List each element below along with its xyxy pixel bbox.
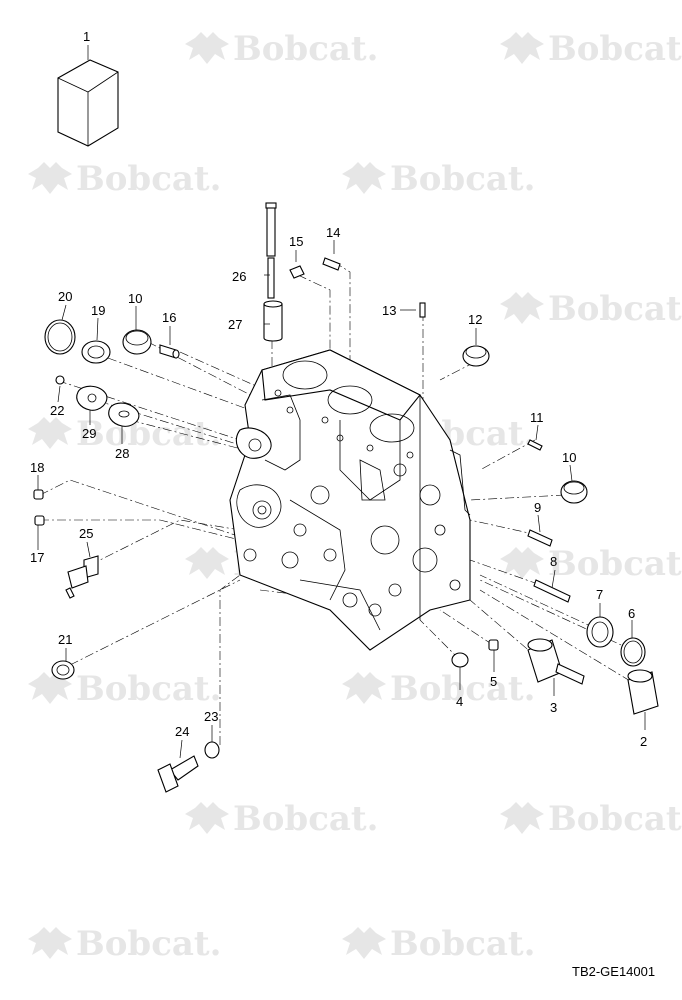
part-27-sleeve	[263, 300, 283, 342]
callout-10: 10	[128, 291, 142, 306]
part-3-shaft	[527, 638, 585, 685]
callout-26: 26	[232, 269, 246, 284]
watermark-logo-icon	[500, 292, 544, 324]
part-1-box	[57, 59, 119, 147]
part-16-plug	[159, 344, 180, 359]
watermark-logo-icon	[342, 672, 386, 704]
watermark-text: Bobcat.	[233, 799, 378, 839]
watermark-text: Bobcat.	[390, 669, 535, 709]
callout-28: 28	[115, 446, 129, 461]
callout-3: 3	[550, 700, 557, 715]
callout-5: 5	[490, 674, 497, 689]
part-26-bolt	[265, 202, 277, 257]
watermark-text: Bobcat.	[548, 799, 682, 839]
part-21-seal	[51, 660, 75, 680]
drawing-reference: TB2-GE14001	[572, 964, 655, 979]
callout-9: 9	[534, 500, 541, 515]
part-5-dowel	[488, 639, 499, 651]
watermark-text: Bobcat.	[548, 544, 682, 584]
part-10b-bushing	[560, 480, 588, 504]
callout-6: 6	[628, 606, 635, 621]
watermark-text: Bobcat.	[390, 924, 535, 964]
part-4-seal	[451, 652, 469, 668]
watermark-logo-icon	[28, 417, 72, 449]
callout-25: 25	[79, 526, 93, 541]
watermark-text: Bobcat.	[76, 924, 221, 964]
callout-4: 4	[456, 694, 463, 709]
watermark-text: Bobcat.	[233, 29, 378, 69]
callout-24: 24	[175, 724, 189, 739]
part-22-screw	[55, 375, 65, 385]
watermark-logo-icon	[185, 32, 229, 64]
watermark-text: Bobcat.	[76, 159, 221, 199]
callout-23: 23	[204, 709, 218, 724]
leader-lines	[37, 45, 646, 759]
part-25-sensor	[65, 555, 99, 599]
part-18-plug	[33, 489, 44, 500]
part-2-sleeve	[627, 669, 659, 715]
part-15-dowel	[289, 265, 305, 279]
callout-10b: 10	[562, 450, 576, 465]
callout-16: 16	[162, 310, 176, 325]
part-28-gasket	[108, 402, 140, 427]
part-9-pin	[527, 529, 553, 547]
part-6-snap-ring	[620, 637, 646, 667]
watermark-logo-icon	[500, 32, 544, 64]
callout-27: 27	[228, 317, 242, 332]
callout-19: 19	[91, 303, 105, 318]
part-19-seal	[81, 340, 111, 364]
watermark-logo-icon	[500, 802, 544, 834]
callout-17: 17	[30, 550, 44, 565]
part-26-pin	[267, 257, 275, 299]
part-7-bearing	[586, 616, 614, 648]
callout-20: 20	[58, 289, 72, 304]
callout-18: 18	[30, 460, 44, 475]
part-8-stud	[533, 579, 571, 603]
callout-8: 8	[550, 554, 557, 569]
part-20-ring	[44, 319, 76, 355]
callout-22: 22	[50, 403, 64, 418]
watermark-text: Bobcat.	[390, 159, 535, 199]
callout-13: 13	[382, 303, 396, 318]
part-12-cap	[462, 345, 490, 367]
part-14-pin	[322, 257, 341, 271]
watermark-logo-icon	[185, 547, 229, 579]
part-10-bushing	[122, 329, 152, 355]
part-29-cover	[76, 385, 108, 411]
part-17-plug	[34, 515, 45, 526]
part-11-pin	[527, 439, 543, 451]
callout-2: 2	[640, 734, 647, 749]
callout-7: 7	[596, 587, 603, 602]
callout-21: 21	[58, 632, 72, 647]
callout-12: 12	[468, 312, 482, 327]
watermark-text: Bobcat.	[548, 29, 682, 69]
part-23-washer	[204, 741, 220, 759]
callout-15: 15	[289, 234, 303, 249]
watermark-logo-icon	[185, 802, 229, 834]
watermark-logo-icon	[28, 927, 72, 959]
watermark-logo-icon	[342, 162, 386, 194]
watermark-text: Bobcat.	[548, 289, 682, 329]
watermark-text: Bobcat.	[76, 669, 221, 709]
engine-block	[229, 349, 471, 651]
callout-29: 29	[82, 426, 96, 441]
part-24-drain-plug	[157, 755, 199, 793]
watermark-logo-icon	[342, 927, 386, 959]
watermark-text: Bobcat.	[76, 414, 221, 454]
callout-14: 14	[326, 225, 340, 240]
callout-11: 11	[530, 410, 544, 425]
callouts: 1 2 3 4 5 6 7 8 9 10 10 11 12 13 14 15 1…	[30, 29, 647, 749]
watermark-logo-icon	[500, 547, 544, 579]
watermark-logo-icon	[28, 162, 72, 194]
callout-1: 1	[83, 29, 90, 44]
part-13-pin	[419, 302, 426, 318]
